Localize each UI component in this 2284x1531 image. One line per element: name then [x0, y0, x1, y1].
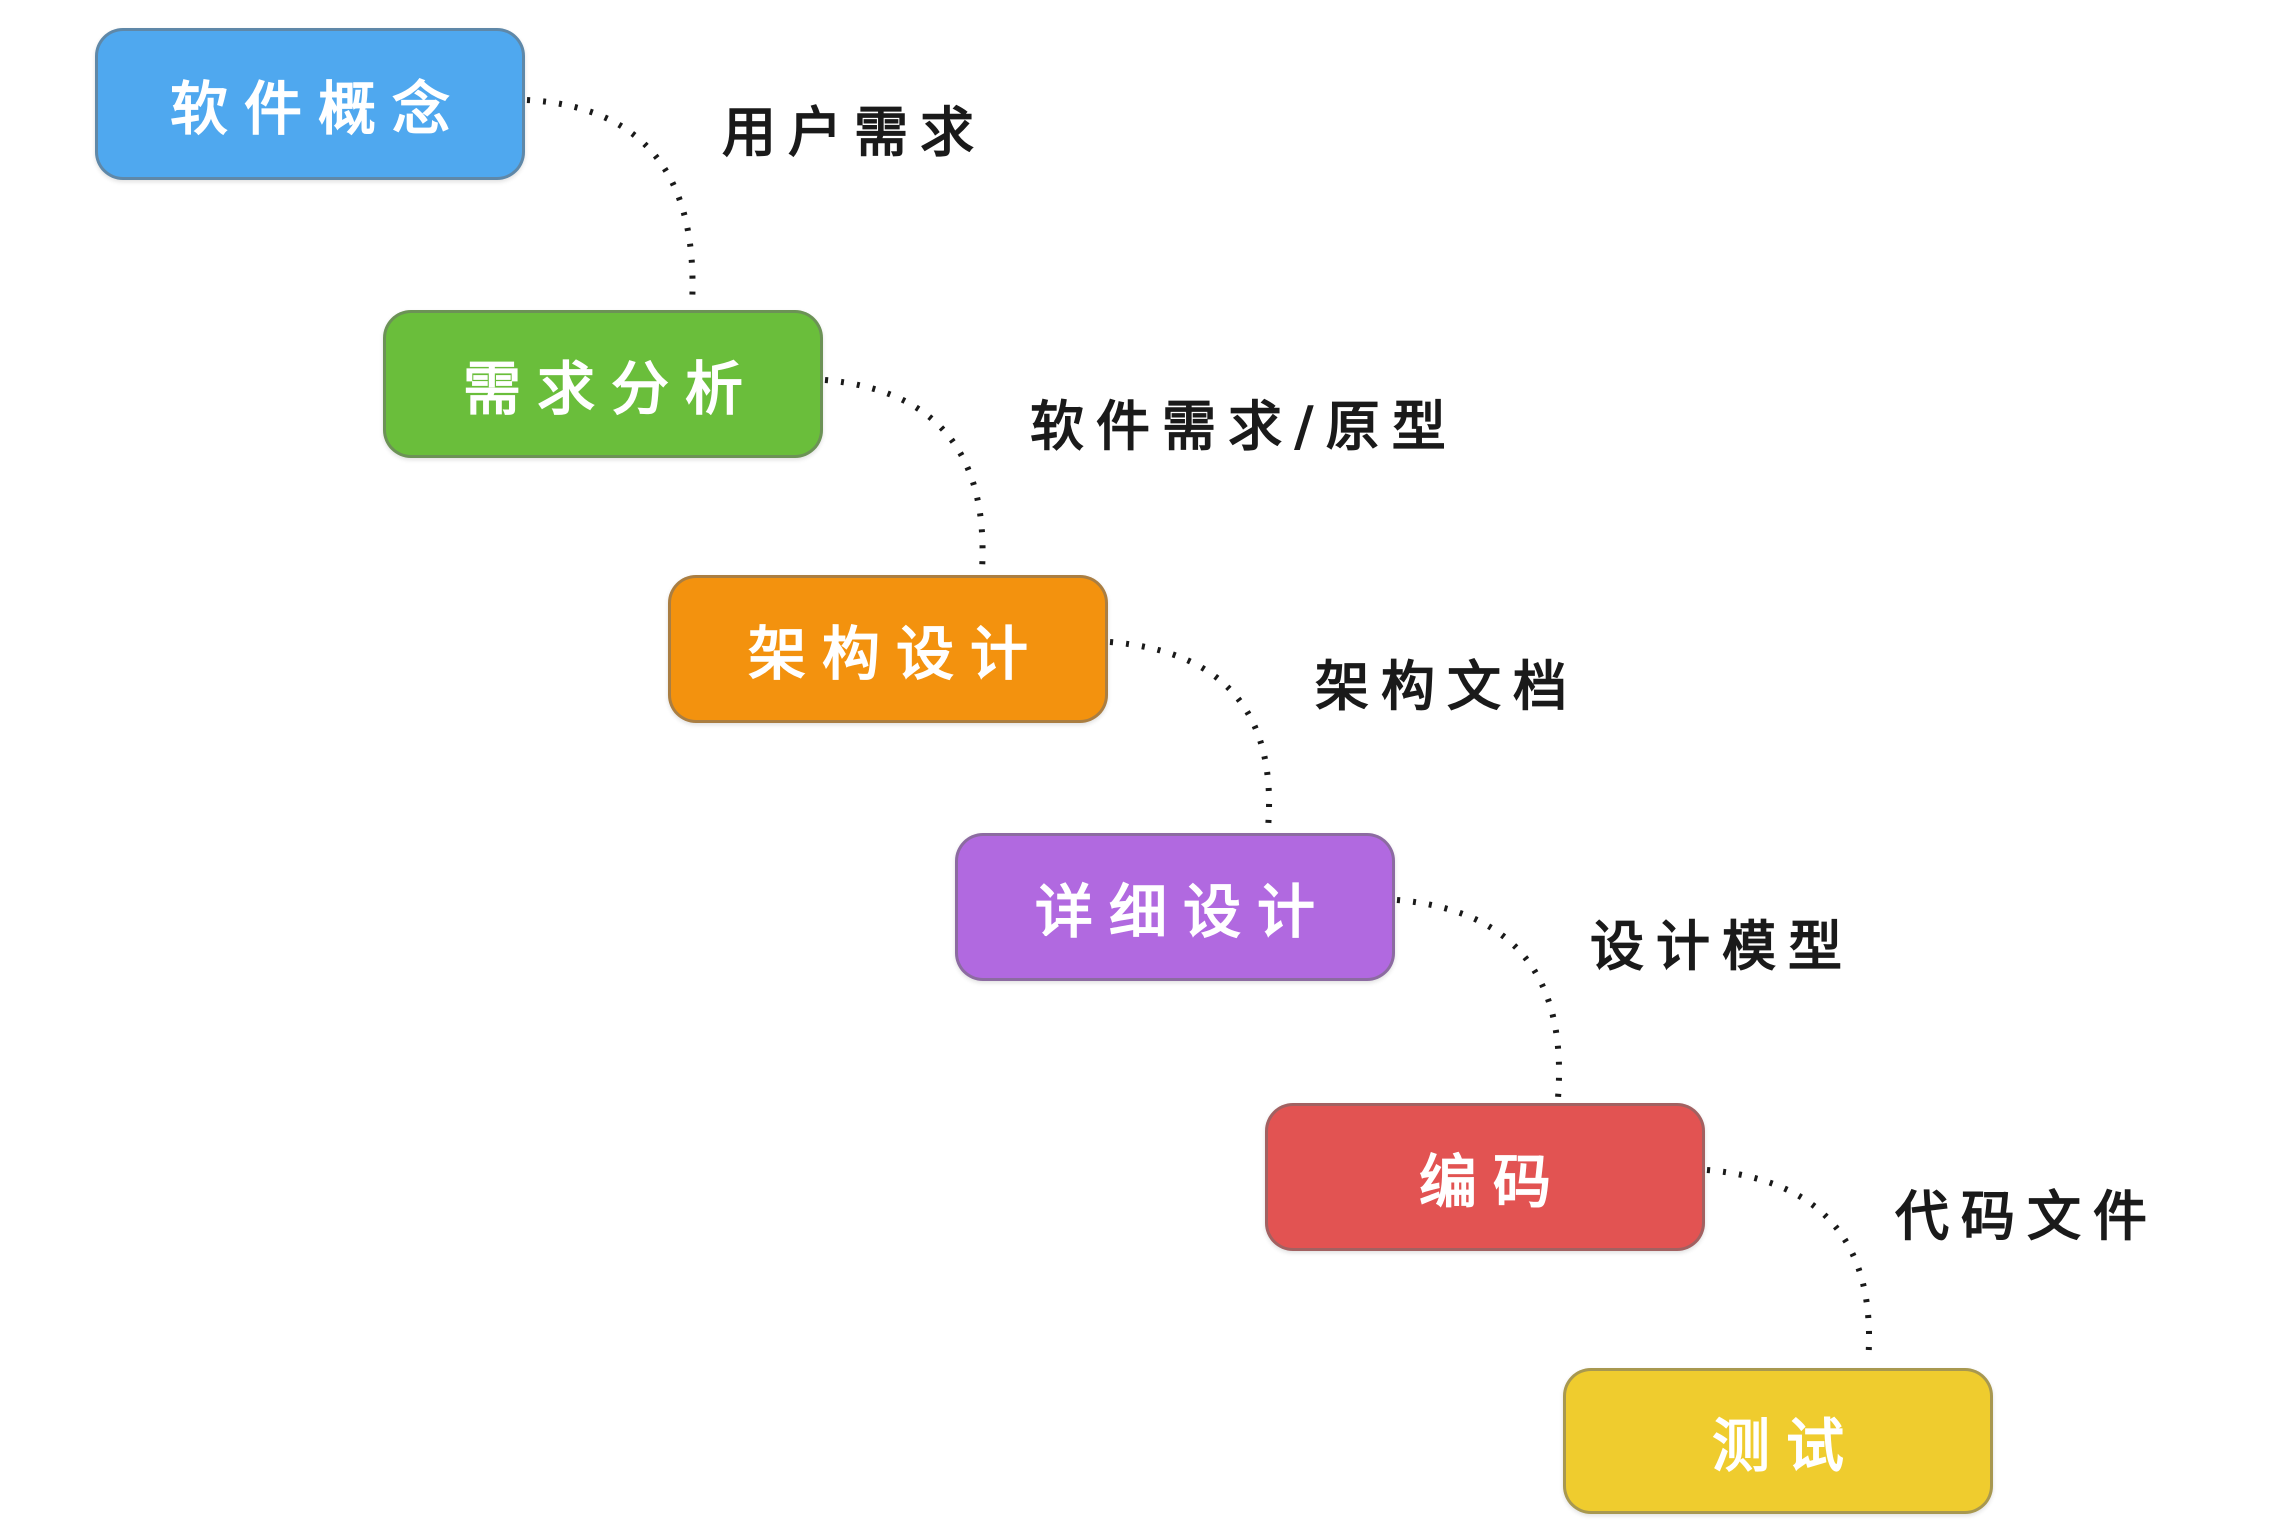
edge-label-architecture-document: 架构文档 — [1315, 655, 1579, 718]
connector-requirements-to-architecture — [824, 377, 986, 571]
connector-coding-to-testing — [1706, 1167, 1872, 1364]
node-requirements-analysis: 需求分析 — [383, 310, 823, 458]
edge-label-user-requirements: 用户需求 — [722, 101, 986, 164]
connector-concept-to-requirements — [526, 97, 696, 306]
node-detailed-design: 详细设计 — [955, 833, 1395, 981]
edge-label-code-files: 代码文件 — [1895, 1185, 2159, 1248]
node-detailed-design-label: 详细设计 — [1034, 878, 1331, 946]
node-coding: 编码 — [1265, 1103, 1705, 1251]
node-architecture-design-label: 架构设计 — [747, 620, 1044, 688]
node-testing: 测试 — [1563, 1368, 1993, 1514]
edge-label-software-requirements-prototype: 软件需求/原型 — [1030, 395, 1458, 458]
connector-detailed-to-coding — [1396, 897, 1562, 1099]
node-coding-label: 编码 — [1418, 1148, 1567, 1216]
node-software-concept: 软件概念 — [95, 28, 525, 180]
node-requirements-analysis-label: 需求分析 — [462, 355, 759, 423]
node-testing-label: 测试 — [1711, 1412, 1860, 1480]
node-software-concept-label: 软件概念 — [169, 75, 466, 143]
connector-architecture-to-detailed — [1109, 639, 1272, 829]
edge-label-design-model: 设计模型 — [1590, 915, 1854, 978]
node-architecture-design: 架构设计 — [668, 575, 1108, 723]
